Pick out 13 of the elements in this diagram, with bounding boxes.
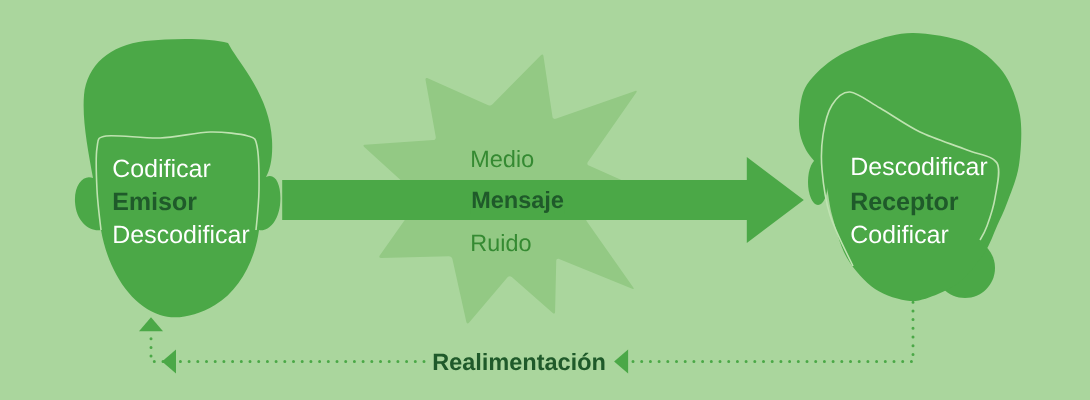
node-text: Codificar (113, 158, 211, 178)
node-text: Medio (472, 150, 534, 168)
node-text: Descodificar (852, 156, 988, 176)
node-title: Receptor (851, 192, 959, 216)
edge-label: Mensaje (470, 190, 565, 214)
text-label: Realimentación (433, 352, 605, 371)
arrow (614, 300, 915, 374)
node-text: Ruido (472, 234, 531, 252)
block-arrow (282, 157, 804, 243)
node-text: Descodificar (114, 224, 250, 244)
node-text: Codificar (851, 224, 949, 244)
arrow (139, 317, 426, 374)
node-title: Emisor (113, 191, 197, 211)
